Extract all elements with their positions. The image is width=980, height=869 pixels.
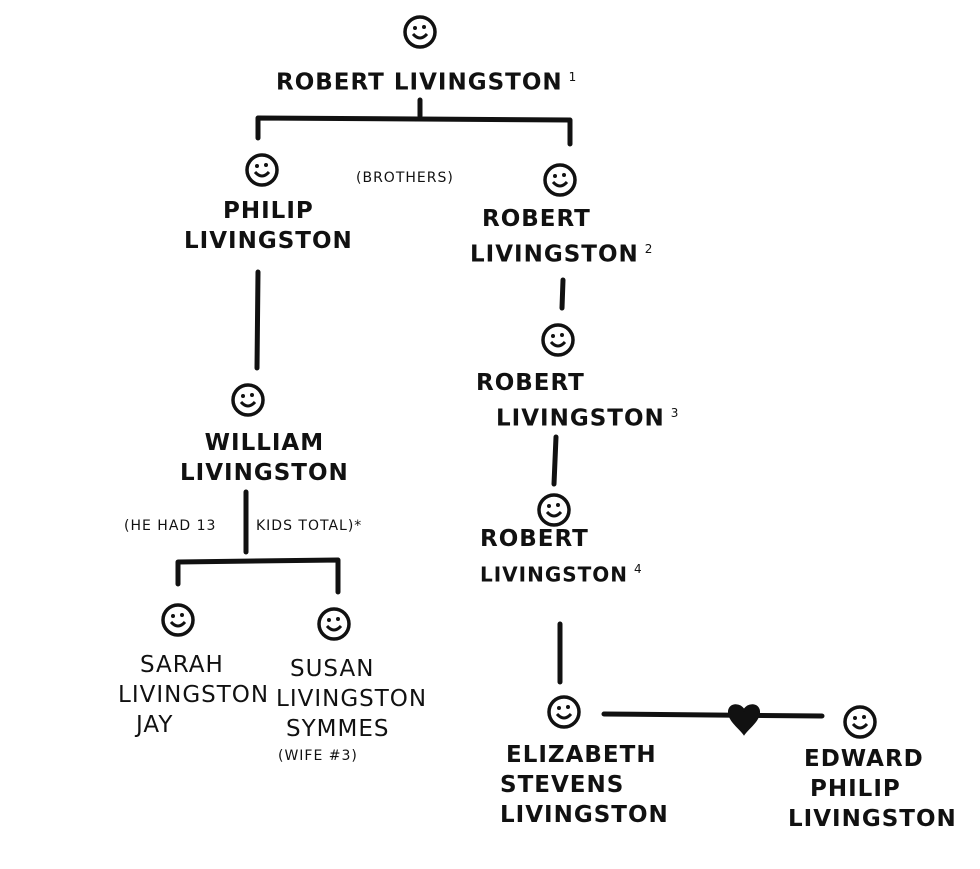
name-line: STEVENS <box>500 772 625 798</box>
name-line: SYMMES <box>286 716 390 742</box>
smiley-face-icon <box>843 705 877 739</box>
connector-william-children-bar <box>175 557 341 595</box>
name-line: ROBERT <box>476 370 585 396</box>
wife-number-note: (WIFE #3) <box>278 748 358 764</box>
kids-total-note-left: (HE HAD 13 <box>124 518 217 534</box>
brothers-note: (BROTHERS) <box>356 170 454 186</box>
name-line: ROBERT <box>482 206 591 232</box>
connector-robert2-robert3 <box>559 277 566 311</box>
connector-robert3-robert4 <box>551 434 559 487</box>
person-sarah-livingston-jay: SARAH LIVINGSTON JAY <box>118 650 269 740</box>
name-line: LIVINGSTON <box>184 228 353 254</box>
smiley-face-icon <box>161 603 195 637</box>
name-line: LIVINGSTON <box>180 460 349 486</box>
name-line: WILLIAM <box>204 430 325 456</box>
name-line: SUSAN <box>290 656 375 682</box>
name-line: PHILIP <box>810 776 901 802</box>
name-line: LIVINGSTON <box>276 686 428 712</box>
person-robert-livingston-1: ROBERT LIVINGSTON 1 <box>276 62 577 98</box>
smiley-face-icon <box>537 493 571 527</box>
name-line: LIVINGSTON <box>470 241 639 268</box>
name-line: JAY <box>136 712 174 738</box>
person-philip-livingston: PHILIP LIVINGSTON <box>184 196 353 256</box>
generation-number: 1 <box>568 70 578 84</box>
name-line: ELIZABETH <box>506 742 657 768</box>
smiley-face-icon <box>245 153 279 187</box>
generation-number: 2 <box>644 242 654 256</box>
smiley-face-icon <box>541 323 575 357</box>
name-line: PHILIP <box>223 198 314 224</box>
name-line: LIVINGSTON <box>496 405 665 432</box>
person-robert-livingston-3: ROBERT LIVINGSTON 3 <box>476 368 679 434</box>
smiley-face-icon <box>547 695 581 729</box>
kids-total-note-right: KIDS TOTAL)* <box>256 518 363 534</box>
generation-number: 3 <box>670 406 680 420</box>
heart-icon <box>727 704 761 736</box>
smiley-face-icon <box>317 607 351 641</box>
name-line: LIVINGSTON <box>500 802 669 828</box>
smiley-face-icon <box>403 15 437 49</box>
name-line: LIVINGSTON <box>118 682 270 708</box>
smiley-face-icon <box>231 383 265 417</box>
name-line: EDWARD <box>804 746 924 772</box>
person-edward-philip-livingston: EDWARD PHILIP LIVINGSTON <box>788 744 957 834</box>
name-line: ROBERT <box>480 526 589 552</box>
connector-philip-william <box>254 269 261 371</box>
person-elizabeth-stevens-livingston: ELIZABETH STEVENS LIVINGSTON <box>500 740 669 830</box>
smiley-face-icon <box>543 163 577 197</box>
person-william-livingston: WILLIAM LIVINGSTON <box>180 428 349 488</box>
person-susan-livingston-symmes: SUSAN LIVINGSTON SYMMES <box>276 654 427 744</box>
connector-brothers-bar <box>255 115 573 147</box>
name-line: LIVINGSTON <box>788 806 957 832</box>
name-line: ROBERT LIVINGSTON <box>276 69 563 96</box>
name-line: LIVINGSTON <box>480 562 629 587</box>
person-robert-livingston-2: ROBERT LIVINGSTON 2 <box>470 204 653 270</box>
person-robert-livingston-4: ROBERT LIVINGSTON 4 <box>480 524 643 590</box>
marriage-line <box>601 711 825 719</box>
generation-number: 4 <box>634 562 643 576</box>
name-line: SARAH <box>140 652 224 678</box>
